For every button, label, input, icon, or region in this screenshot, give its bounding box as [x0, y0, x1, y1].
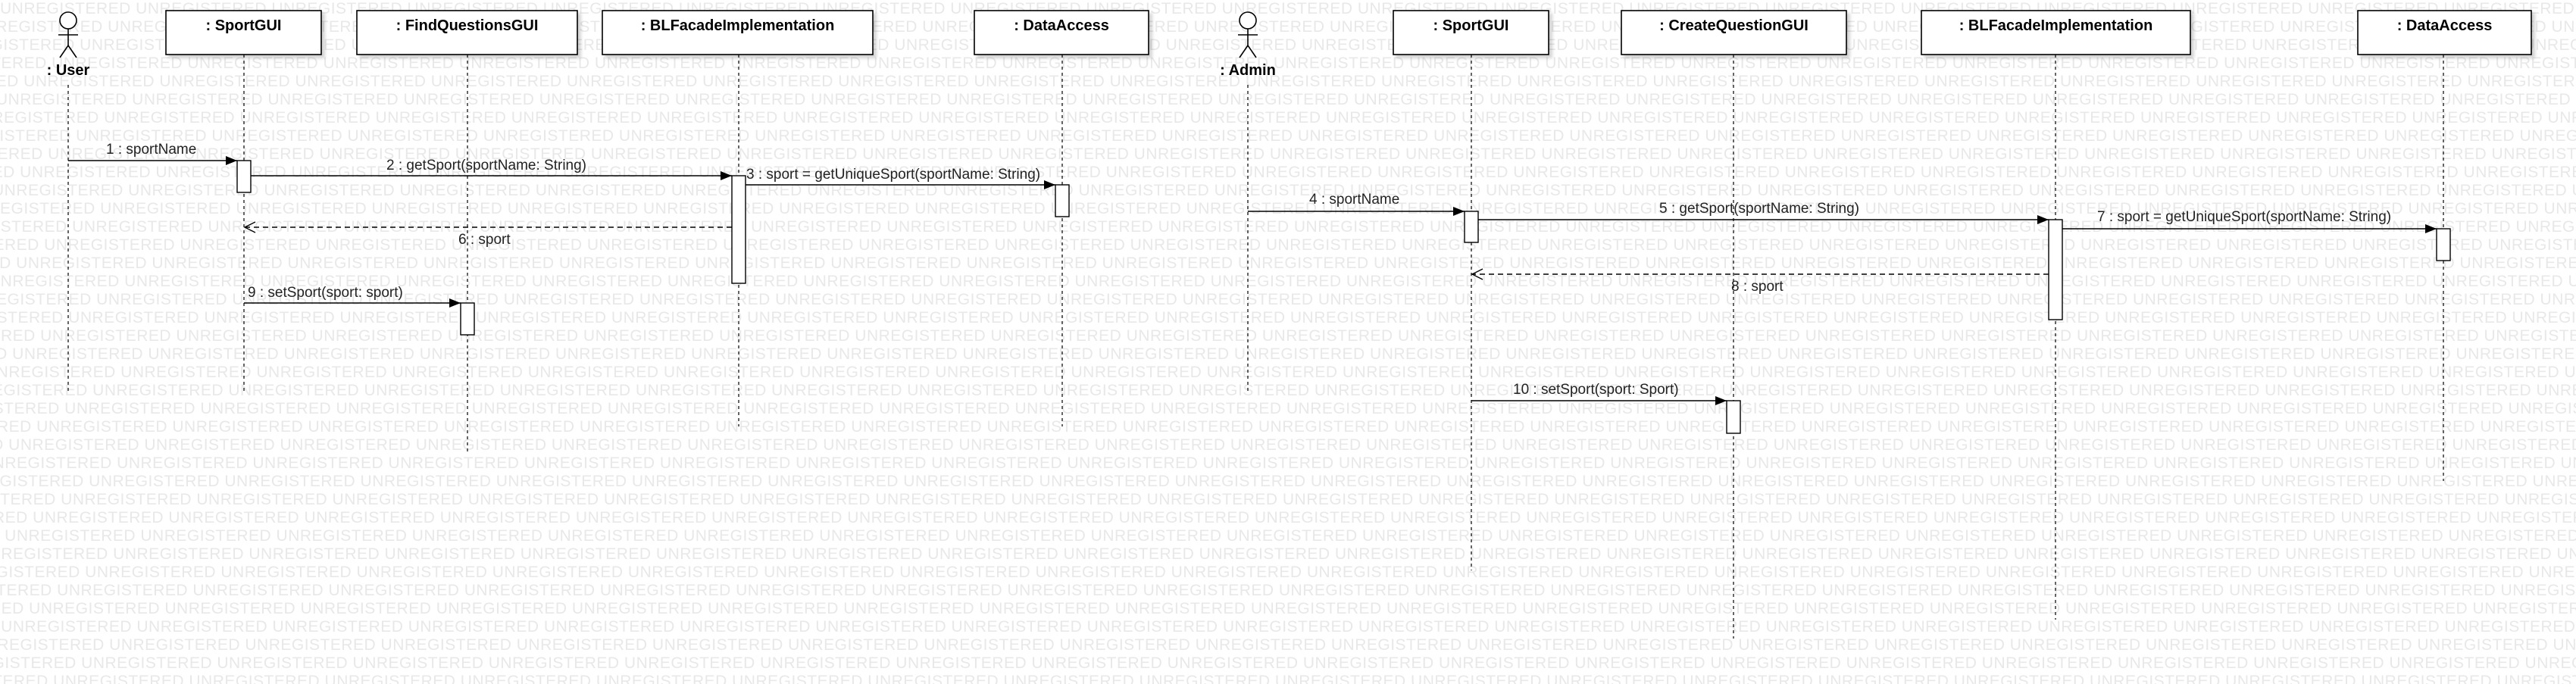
- lifeline-head-box[interactable]: [974, 10, 1149, 55]
- message-label: 7 : sport = getUniqueSport(sportName: St…: [2097, 209, 2391, 225]
- lifeline-head-label: : SportGUI: [206, 17, 282, 34]
- message-label: 4 : sportName: [1309, 192, 1399, 208]
- arrow-head-filled: [1453, 207, 1465, 216]
- actor-head-icon: [1239, 11, 1257, 30]
- arrow-head-filled: [2037, 215, 2049, 224]
- message-label: 10 : setSport(sport: Sport): [1513, 382, 1679, 398]
- message-label: 2 : getSport(sportName: String): [386, 158, 586, 173]
- activation-bar[interactable]: [2436, 228, 2451, 261]
- lifeline-head-label: : BLFacadeImplementation: [641, 17, 835, 34]
- lifeline-head-box[interactable]: [1393, 10, 1549, 55]
- actor-head-icon: [59, 11, 77, 30]
- lifeline-head-label: : CreateQuestionGUI: [1659, 17, 1809, 34]
- arrow-head-filled: [1044, 180, 1055, 189]
- message-label: 5 : getSport(sportName: String): [1659, 201, 1859, 217]
- lifeline-head-box[interactable]: [165, 10, 322, 55]
- arrow-head-filled: [226, 156, 237, 165]
- message-label: 9 : setSport(sport: sport): [248, 285, 403, 301]
- lifeline-head-label: : DataAccess: [1014, 17, 1109, 34]
- activation-bar[interactable]: [460, 302, 475, 336]
- activation-bar[interactable]: [1055, 184, 1070, 217]
- activation-bar[interactable]: [1726, 400, 1741, 434]
- activation-bar[interactable]: [236, 160, 252, 193]
- actor-label: : User: [47, 62, 90, 79]
- message-label: 1 : sportName: [106, 142, 196, 158]
- message-label: 8 : sport: [1731, 279, 1784, 295]
- activation-bar[interactable]: [1464, 211, 1479, 243]
- lifeline-head-label: : FindQuestionsGUI: [396, 17, 539, 34]
- lifeline-head-box[interactable]: [602, 10, 874, 55]
- actor-figure: [58, 11, 78, 58]
- lifeline-head-label: : SportGUI: [1433, 17, 1509, 34]
- lifeline-head-label: : DataAccess: [2397, 17, 2493, 34]
- lifeline-head-label: : BLFacadeImplementation: [1959, 17, 2153, 34]
- actor-label: : Admin: [1220, 62, 1276, 79]
- lifeline-head-box[interactable]: [1921, 10, 2191, 55]
- arrow-head-filled: [721, 171, 732, 180]
- actor-figure: [1238, 11, 1258, 58]
- lifeline-head-box[interactable]: [2357, 10, 2532, 55]
- arrow-head-open: [1471, 268, 1483, 280]
- message-label: 6 : sport: [458, 232, 511, 248]
- arrow-head-filled: [1715, 396, 1727, 405]
- lifeline-head-box[interactable]: [1621, 10, 1847, 55]
- arrow-head-open: [243, 221, 256, 233]
- message-label: 3 : sport = getUniqueSport(sportName: St…: [746, 167, 1040, 183]
- arrow-head-filled: [449, 298, 461, 308]
- activation-bar[interactable]: [2048, 219, 2063, 320]
- arrow-head-filled: [2425, 224, 2437, 233]
- activation-bar[interactable]: [731, 175, 746, 284]
- lifeline-head-box[interactable]: [356, 10, 578, 55]
